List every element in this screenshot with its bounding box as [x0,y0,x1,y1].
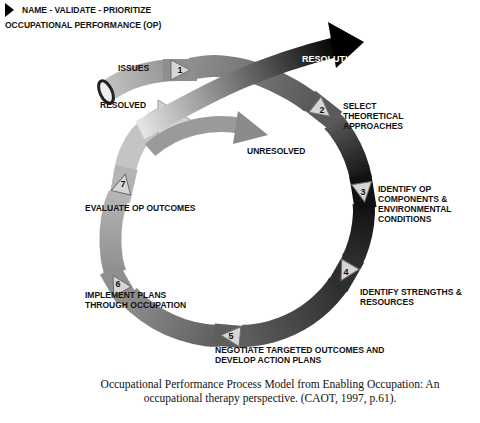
step-marker-group [328,252,364,292]
step-triangle [332,259,359,285]
step-label: SELECT THEORETICAL APPROACHES [343,101,438,131]
step-label: EVALUATE OP OUTCOMES [85,203,205,213]
process-band [242,283,339,336]
step-label: IDENTIFY OP COMPONENTS & ENVIRONMENTAL C… [378,184,473,224]
step-number: 4 [335,261,357,283]
step-number: 7 [112,173,134,195]
step-marker-group [302,91,342,129]
band-piece [213,324,249,349]
step-marker-group [108,165,137,203]
step-marker: 2SELECT THEORETICAL APPROACHES [311,99,333,121]
step-label: NEGOTIATE TARGETED OUTCOMES AND DEVELOP … [215,345,415,365]
process-band [352,203,364,261]
step-label: IMPLEMENT PLANS THROUGH OCCUPATION [85,290,197,310]
step-marker: 7EVALUATE OP OUTCOMES [112,173,134,195]
step-triangle [111,172,135,195]
stage-name: OCCUPATIONAL PERFORMANCE (OP) [5,20,161,30]
figure-caption: Occupational Performance Process Model f… [95,377,445,405]
step-icon [5,3,14,17]
step-note: NAME - VALIDATE - PRIORITIZE [22,5,151,15]
step-marker: 3IDENTIFY OP COMPONENTS & ENVIRONMENTAL … [352,181,374,203]
band-piece [108,165,137,203]
step-marker-group [213,324,249,349]
step-triangle [352,182,375,204]
step-marker: 5NEGOTIATE TARGETED OUTCOMES AND DEVELOP… [220,325,242,347]
band-piece [302,91,342,129]
step-marker: 1 [169,59,191,81]
band-piece [349,173,376,210]
step-number: 3 [352,181,374,203]
stage-label: ISSUES [118,63,149,73]
band-piece [328,252,364,292]
step-triangle [309,97,336,124]
outcome-label: UNRESOLVED [247,146,305,156]
step-marker: 4IDENTIFY STRENGTHS & RESOURCES [335,261,357,283]
step-marker-group [349,173,376,210]
outcome-label: RESOLVED [100,100,146,110]
step-marker: 6IMPLEMENT PLANS THROUGH OCCUPATION [107,273,129,295]
outcome-label: RESOLUTION [302,54,361,64]
step-number: 1 [169,59,191,81]
step-marker-group [163,59,197,81]
band-piece [163,59,197,81]
step-label: IDENTIFY STRENGTHS & RESOURCES [360,287,475,307]
step-number: 2 [311,99,333,121]
unresolved-arrowhead [233,111,268,144]
step-number: 5 [220,325,242,347]
